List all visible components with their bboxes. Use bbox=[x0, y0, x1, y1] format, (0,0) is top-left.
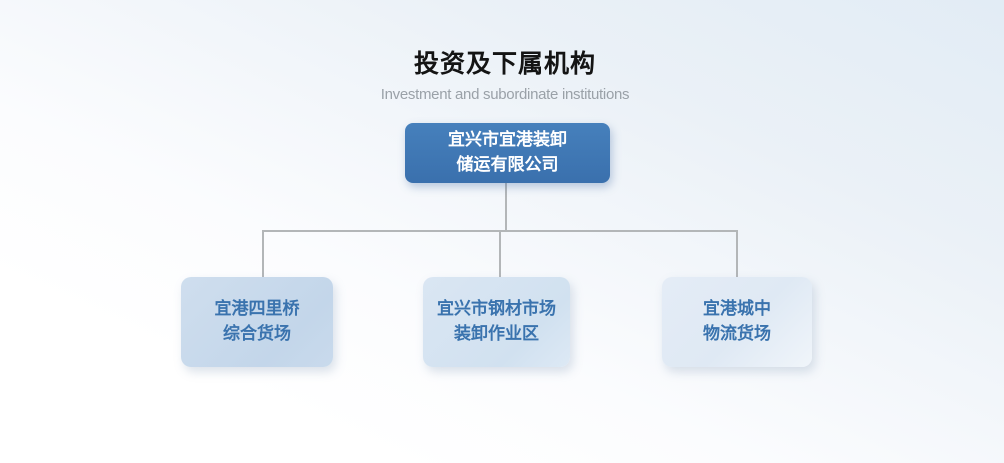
org-node-child-1-label-line1: 宜港四里桥 bbox=[214, 299, 300, 319]
org-node-child-3-label-line1: 宜港城中 bbox=[703, 299, 771, 319]
org-node-child-1-label-line2: 综合货场 bbox=[223, 324, 291, 343]
connector-child-2-vertical bbox=[499, 230, 501, 277]
page-title: 投资及下属机构 bbox=[413, 50, 596, 78]
org-node-root: 宜兴市宜港装卸 储运有限公司 bbox=[405, 123, 610, 183]
org-node-root-label-line1: 宜兴市宜港装卸 bbox=[448, 130, 567, 150]
org-node-root-label-line2: 储运有限公司 bbox=[456, 155, 559, 174]
org-node-child-2: 宜兴市钢材市场 装卸作业区 bbox=[423, 277, 570, 367]
org-node-child-1: 宜港四里桥 综合货场 bbox=[181, 277, 333, 367]
org-node-child-2-label-line2: 装卸作业区 bbox=[454, 324, 539, 343]
connector-root-vertical bbox=[505, 182, 507, 232]
org-node-child-3: 宜港城中 物流货场 bbox=[662, 277, 812, 367]
section-header: 投资及下属机构 Investment and subordinate insti… bbox=[0, 44, 1004, 103]
connector-child-3-vertical bbox=[736, 230, 738, 277]
org-node-child-3-label-line2: 物流货场 bbox=[703, 324, 771, 343]
connector-child-1-vertical bbox=[262, 230, 264, 277]
page-subtitle: Investment and subordinate institutions bbox=[380, 86, 630, 103]
org-node-child-2-label-line1: 宜兴市钢材市场 bbox=[437, 299, 556, 319]
